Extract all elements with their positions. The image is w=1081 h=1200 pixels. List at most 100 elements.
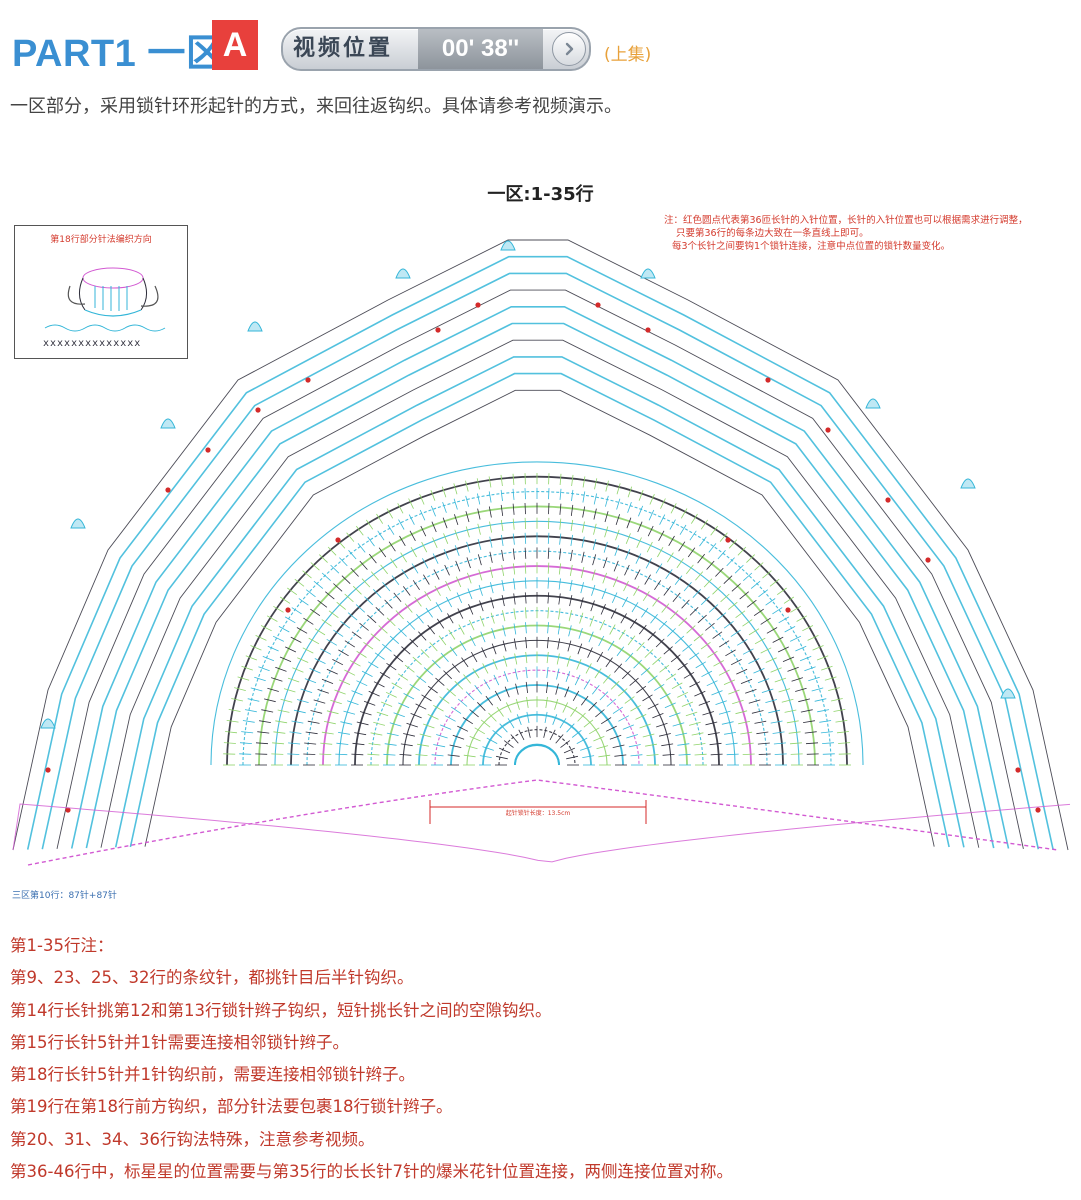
stitch-tick bbox=[321, 731, 334, 735]
stitch-tick bbox=[459, 640, 467, 651]
stitch-tick bbox=[688, 721, 701, 726]
stitch-tick bbox=[500, 489, 503, 502]
stitch-tick bbox=[642, 694, 653, 702]
stitch-tick bbox=[423, 723, 435, 729]
stitch-tick bbox=[280, 698, 293, 703]
stitch-tick bbox=[340, 721, 353, 725]
stitch-tick bbox=[626, 734, 638, 739]
play-icon bbox=[565, 42, 574, 56]
stitch-tick bbox=[504, 686, 510, 698]
stitch-tick bbox=[411, 563, 419, 574]
stitch-tick bbox=[800, 709, 813, 713]
stitch-tick bbox=[270, 677, 283, 682]
stitch-tick bbox=[816, 655, 829, 661]
stitch-tick bbox=[380, 701, 393, 707]
stitch-tick bbox=[610, 680, 620, 690]
stitch-tick bbox=[439, 696, 450, 704]
stitch-tick bbox=[435, 602, 443, 613]
stitch-tick bbox=[695, 571, 704, 581]
stitch-tick bbox=[582, 521, 585, 533]
stitch-tick bbox=[691, 732, 704, 736]
stitch-tick bbox=[258, 666, 270, 672]
stitch-tick bbox=[581, 536, 585, 548]
stitch-tick bbox=[370, 571, 379, 581]
stitch-tick bbox=[501, 579, 505, 592]
stitch-tick bbox=[482, 746, 494, 751]
stitch-tick bbox=[657, 547, 664, 558]
stitch-tick bbox=[470, 651, 478, 663]
stitch-tick bbox=[630, 754, 643, 757]
stitch-tick bbox=[469, 736, 481, 742]
note-line: 第14行长针挑第12和第13行锁针辫子钩织，短针挑长针之间的空隙钩织。 bbox=[10, 1000, 552, 1020]
stitch-tick bbox=[277, 709, 290, 713]
stitch-tick bbox=[600, 717, 612, 725]
stitch-tick bbox=[697, 553, 706, 564]
stitch-tick bbox=[319, 753, 332, 755]
stitch-tick bbox=[625, 549, 631, 560]
stitch-tick bbox=[503, 655, 508, 667]
stitch-tick bbox=[693, 743, 706, 746]
stitch-tick bbox=[766, 627, 778, 634]
stitch-tick bbox=[351, 753, 364, 756]
stitch-tick bbox=[333, 629, 344, 637]
stitch-tick bbox=[378, 625, 388, 634]
stitch-tick bbox=[406, 722, 418, 728]
stitch-tick bbox=[547, 637, 549, 649]
stitch-tick bbox=[319, 554, 328, 563]
stitch-tick bbox=[415, 703, 427, 710]
stitch-tick bbox=[346, 532, 355, 542]
stitch-tick bbox=[326, 710, 339, 715]
stitch-tick bbox=[435, 677, 445, 686]
stitch-tick bbox=[804, 731, 817, 734]
stitch-tick bbox=[602, 674, 611, 684]
stitch-tick bbox=[694, 690, 706, 697]
stitch-tick bbox=[774, 677, 787, 683]
stitch-tick bbox=[591, 684, 600, 695]
stitch-tick bbox=[639, 723, 651, 729]
stitch-tick bbox=[500, 504, 504, 516]
stitch-tick bbox=[689, 681, 701, 688]
stitch-tick bbox=[427, 714, 439, 720]
stitch-tick bbox=[515, 683, 519, 695]
stitch-tick bbox=[680, 508, 688, 519]
stitch-tick bbox=[468, 604, 474, 615]
stitch-tick bbox=[582, 506, 586, 518]
stitch-tick bbox=[784, 626, 796, 633]
stitch-tick bbox=[579, 597, 584, 609]
stitch-tick bbox=[490, 582, 494, 594]
stitch-tick bbox=[447, 754, 460, 757]
video-position-control[interactable]: 视频位置 00' 38'' bbox=[281, 27, 591, 71]
stitch-tick bbox=[391, 682, 403, 690]
stitch-tick bbox=[418, 631, 427, 641]
stitch-tick bbox=[681, 701, 694, 707]
stitch-tick bbox=[415, 754, 428, 756]
stitch-tick bbox=[388, 541, 396, 552]
stitch-tick bbox=[576, 659, 582, 670]
stitch-tick bbox=[255, 742, 269, 745]
stitch-tick bbox=[462, 717, 474, 725]
stitch-tick bbox=[642, 591, 650, 602]
diagram-note: 注：红色圆点代表第36匝长针的入针位置，长针的入针位置也可以根据需求进行调整， … bbox=[664, 214, 1064, 253]
stitch-tick bbox=[790, 635, 802, 642]
note-line: 第20、31、34、36行钩法特殊，注意参考视频。 bbox=[10, 1129, 375, 1149]
stitch-tick bbox=[715, 567, 724, 577]
stitch-tick bbox=[761, 688, 774, 693]
play-button[interactable] bbox=[552, 32, 586, 66]
stitch-tick bbox=[605, 495, 609, 507]
stitch-tick bbox=[710, 753, 723, 756]
stitch-tick bbox=[776, 587, 787, 596]
stitch-tick bbox=[254, 676, 266, 682]
stitch-tick bbox=[564, 686, 570, 698]
stitch-tick bbox=[324, 721, 336, 725]
stitch-tick bbox=[314, 628, 326, 636]
red-marker bbox=[475, 302, 481, 308]
stitch-tick bbox=[443, 670, 452, 680]
stitch-tick bbox=[689, 530, 697, 541]
stitch-tick bbox=[373, 681, 385, 688]
stitch-tick bbox=[298, 598, 309, 606]
stitch-tick bbox=[516, 714, 522, 725]
stitch-tick bbox=[450, 706, 462, 714]
stitch-tick bbox=[674, 635, 685, 645]
stitch-tick bbox=[772, 731, 785, 734]
stitch-tick bbox=[412, 580, 420, 591]
